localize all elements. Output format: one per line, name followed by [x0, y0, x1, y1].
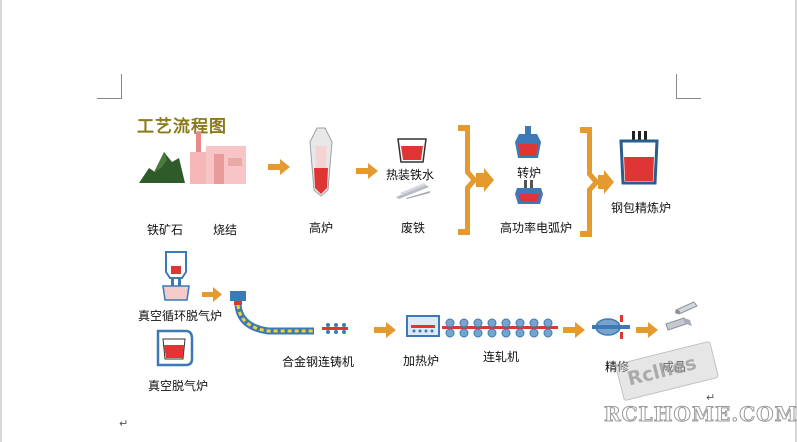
top-right-crop-mark [676, 74, 701, 99]
site-watermark: RCLHOME.COM [604, 402, 797, 427]
left-window-edge [0, 0, 2, 442]
finishing-machine-icon [592, 315, 630, 339]
page-title: 工艺流程图 [137, 117, 227, 137]
label-hot-metal: 热装铁水 [386, 168, 435, 182]
label-finishing: 精修 [605, 360, 630, 374]
finished-products-icon [665, 301, 698, 331]
paragraph-mark: ↵ [706, 391, 716, 404]
vacuum-degasser-icon [156, 329, 194, 367]
scrap-iron-icon [396, 183, 430, 199]
label-ladle-furnace: 钢包精炼炉 [611, 201, 672, 215]
sinter-plant-icon [190, 132, 246, 184]
label-rh-degasser: 真空循环脱气炉 [138, 309, 223, 323]
reheating-furnace-icon [406, 315, 440, 337]
right-window-edge [795, 0, 797, 442]
hot-metal-ladle-icon [397, 138, 427, 163]
label-eaf: 高功率电弧炉 [500, 221, 573, 235]
continuous-caster-icon [230, 291, 348, 335]
blast-furnace-icon [309, 127, 333, 197]
rolling-mill-icon [442, 318, 558, 338]
label-converter: 转炉 [517, 166, 542, 180]
label-vacuum-degasser: 真空脱气炉 [148, 379, 209, 393]
label-sinter: 烧结 [213, 223, 238, 237]
ladle-furnace-icon [619, 131, 659, 185]
label-caster: 合金钢连铸机 [282, 355, 355, 369]
paragraph-mark: ↵ [119, 417, 129, 430]
label-rolling-mill: 连轧机 [483, 350, 520, 364]
iron-ore-icon [139, 152, 185, 183]
electric-arc-furnace-icon [515, 180, 543, 204]
label-blast-furnace: 高炉 [309, 221, 334, 235]
label-iron-ore: 铁矿石 [147, 223, 184, 237]
label-product: 成品 [662, 360, 687, 374]
label-reheat-furnace: 加热炉 [403, 354, 440, 368]
converter-icon [515, 126, 541, 158]
watermark-stamp: Rclhes [614, 340, 720, 402]
label-scrap: 废铁 [401, 221, 426, 235]
top-left-crop-mark [97, 74, 122, 99]
rh-degasser-icon [162, 251, 190, 301]
